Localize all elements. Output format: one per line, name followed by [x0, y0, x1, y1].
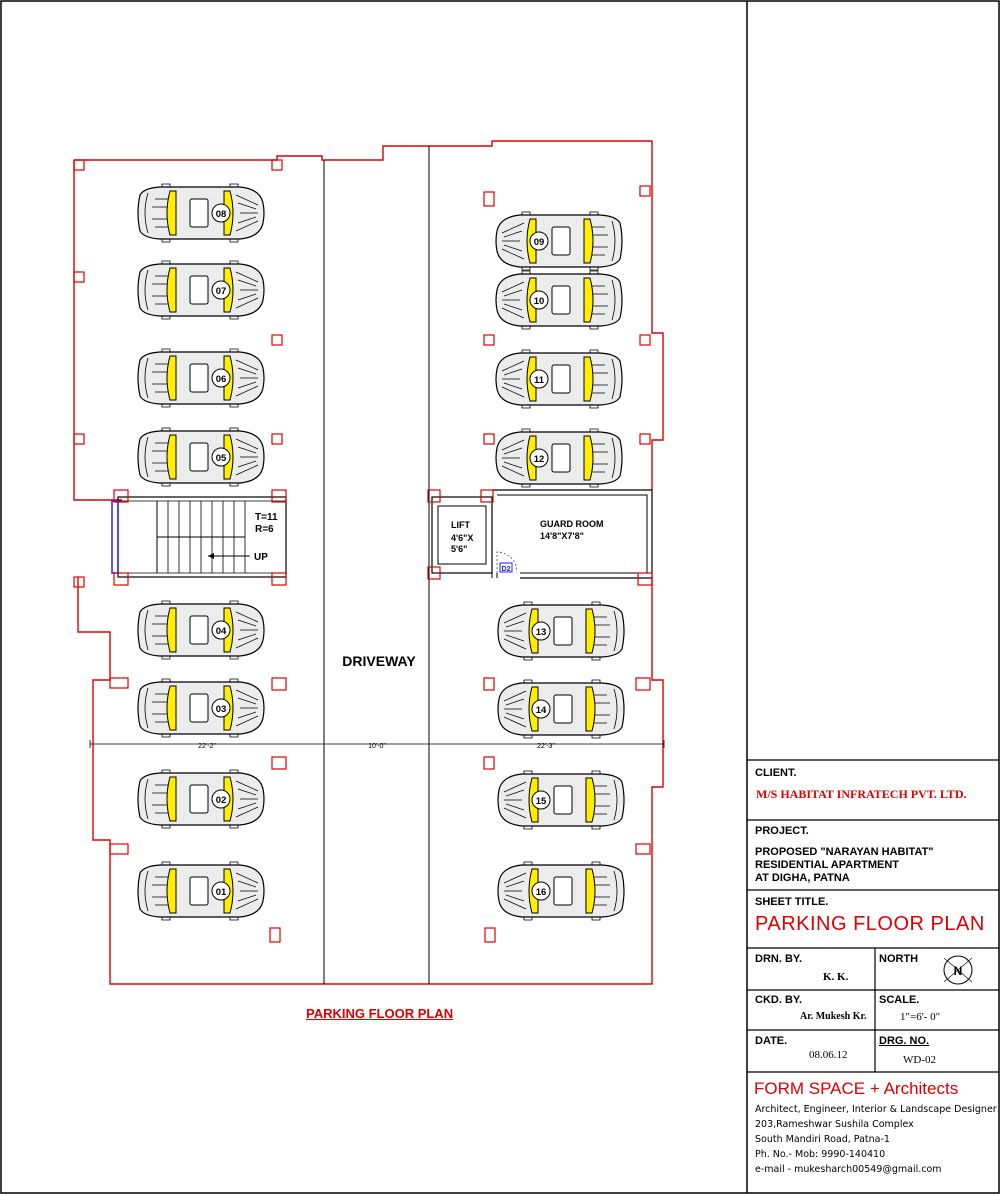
firm-line: Architect, Engineer, Interior & Landscap… — [755, 1104, 997, 1115]
project-label: PROJECT. — [755, 825, 809, 837]
car-slot-01 — [137, 861, 265, 921]
slot-number: 06 — [216, 374, 227, 385]
lift-size-1: 4'6"X — [451, 533, 473, 543]
door-tag-box — [499, 562, 513, 573]
car-slot-04 — [137, 600, 265, 660]
dimension-left: 22'-2" — [198, 743, 216, 750]
north-symbol: N — [954, 964, 963, 978]
drawing-no: WD-02 — [903, 1054, 936, 1066]
slot-number: 02 — [216, 795, 227, 806]
drawn-by: K. K. — [823, 971, 849, 983]
firm-line: Ph. No.- Mob: 9990-140410 — [755, 1149, 886, 1160]
client-label: CLIENT. — [755, 767, 797, 779]
car-slot-15 — [497, 770, 625, 830]
drawing-no-label: DRG. NO. — [879, 1035, 930, 1047]
project-line: AT DIGHA, PATNA — [755, 872, 850, 884]
guard-room-size: 14'8"X7'8" — [540, 531, 584, 541]
north-label: NORTH — [879, 953, 919, 965]
car-slot-02 — [137, 769, 265, 829]
stair-block — [111, 496, 287, 578]
car-slot-10 — [495, 270, 623, 330]
firm-line: South Mandiri Road, Patna-1 — [755, 1134, 890, 1145]
car-slot-16 — [497, 861, 625, 921]
scale-label: SCALE. — [879, 994, 920, 1006]
dimension-middle: 10'-0" — [368, 743, 386, 750]
project-description: PROPOSED "NARAYAN HABITAT" RESIDENTIAL A… — [755, 846, 934, 885]
plan-title: PARKING FLOOR PLAN — [306, 1006, 454, 1021]
slot-number: 01 — [216, 887, 227, 898]
car-slot-08 — [137, 183, 265, 243]
date-label: DATE. — [755, 1035, 788, 1047]
slot-number: 09 — [534, 237, 545, 248]
checked-by: Ar. Mukesh Kr. — [800, 1011, 867, 1022]
tread-note: T=11 — [255, 512, 278, 523]
slot-number: 08 — [216, 209, 227, 220]
guard-room-label: GUARD ROOM — [540, 519, 604, 529]
car-slot-09 — [495, 211, 623, 271]
north-arrow-icon — [943, 955, 973, 985]
drawn-by-label: DRN. BY. — [755, 953, 803, 965]
slot-number: 13 — [536, 627, 547, 638]
car-slot-07 — [137, 260, 265, 320]
car-slot-14 — [497, 679, 625, 739]
checked-by-label: CKD. BY. — [755, 994, 803, 1006]
sheet-title-label: SHEET TITLE. — [755, 896, 829, 908]
title-block-grid — [747, 759, 999, 1073]
stair-up-label: UP — [254, 552, 268, 563]
date-value: 08.06.12 — [809, 1049, 848, 1061]
car-slot-05 — [137, 427, 265, 487]
slot-number: 14 — [536, 705, 547, 716]
firm-name: FORM SPACE + Architects — [754, 1079, 959, 1098]
stair-window — [111, 500, 119, 574]
door-tag: D2 — [502, 566, 511, 573]
slot-number: 12 — [534, 454, 545, 465]
riser-note: R=6 — [255, 524, 274, 535]
client-name: M/S HABITAT INFRATECH PVT. LTD. — [756, 787, 967, 801]
slot-number: 11 — [534, 375, 545, 386]
slot-number: 04 — [216, 626, 227, 637]
slot-number: 16 — [536, 887, 547, 898]
scale-value: 1"=6'- 0" — [900, 1011, 941, 1023]
project-line: RESIDENTIAL APARTMENT — [755, 859, 900, 871]
project-line: PROPOSED "NARAYAN HABITAT" — [755, 846, 934, 858]
firm-line: e-mail - mukesharch00549@gmail.com — [755, 1164, 942, 1175]
dimension-right: 22'-3" — [537, 743, 555, 750]
sheet-title: PARKING FLOOR PLAN — [755, 913, 985, 935]
lift-block — [431, 496, 493, 574]
columns — [73, 159, 653, 943]
slot-number: 03 — [216, 704, 227, 715]
driveway-label: DRIVEWAY — [342, 653, 416, 669]
car-slot-03 — [137, 678, 265, 738]
firm-line: 203,Rameshwar Sushila Complex — [755, 1119, 914, 1130]
car-slot-13 — [497, 601, 625, 661]
lift-label: LIFT — [451, 520, 470, 530]
slot-number: 15 — [536, 796, 547, 807]
slot-number: 05 — [216, 453, 227, 464]
slot-number: 07 — [216, 286, 227, 297]
guard-room-block — [491, 489, 653, 579]
car-slot-12 — [495, 428, 623, 488]
dimension-line — [89, 740, 665, 748]
car-slot-11 — [495, 349, 623, 409]
lift-size-2: 5'6" — [451, 544, 467, 554]
slot-number: 10 — [534, 296, 545, 307]
car-slot-06 — [137, 348, 265, 408]
